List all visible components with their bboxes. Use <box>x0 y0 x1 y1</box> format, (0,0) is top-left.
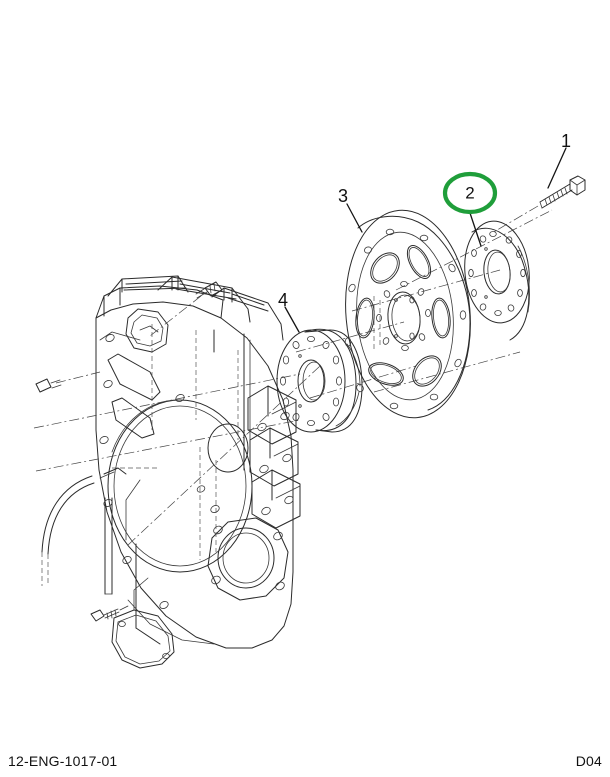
footer: 12-ENG-1017-01 D04 <box>0 737 610 777</box>
page-code: D04 <box>575 753 602 769</box>
part-3-flexplate <box>344 209 471 419</box>
leader-line-3 <box>346 203 363 233</box>
cover-plate-bolt <box>90 605 129 622</box>
part-2-adapter-ring <box>464 220 530 341</box>
callout-leaders <box>284 147 567 333</box>
dowel-pin-left <box>35 371 101 393</box>
callout-label-2[interactable]: 2 <box>465 183 474 202</box>
callout-label-3[interactable]: 3 <box>338 186 348 206</box>
flywheel-housing <box>41 275 301 649</box>
leader-line-1 <box>547 147 567 189</box>
part-1-hex-bolt <box>491 175 586 234</box>
access-cover-plate <box>111 577 175 669</box>
highlight-ring-callout-2 <box>442 171 498 215</box>
bell-housing-bore <box>107 399 253 573</box>
drawing-number: 12-ENG-1017-01 <box>8 753 118 769</box>
leader-line-2 <box>469 212 482 247</box>
part-4-crankshaft-hub-spacer <box>276 328 363 433</box>
dowel-pin-upper <box>149 281 223 337</box>
leader-line-4 <box>284 306 300 333</box>
callout-label-4[interactable]: 4 <box>278 290 288 310</box>
callout-label-1[interactable]: 1 <box>561 131 571 151</box>
callout-numbers: 1 2 3 4 <box>278 131 571 310</box>
assembly-centerlines <box>33 209 553 546</box>
